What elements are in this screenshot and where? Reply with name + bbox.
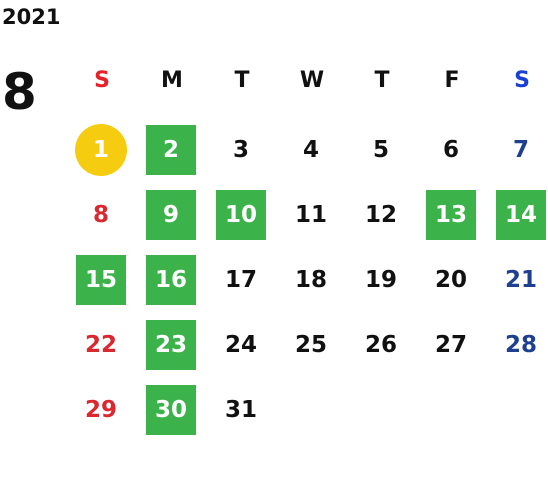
day-11[interactable]: 11 bbox=[294, 202, 327, 228]
day-4[interactable]: 4 bbox=[302, 137, 319, 163]
day-18[interactable]: 18 bbox=[294, 267, 327, 293]
day-13[interactable]: 13 bbox=[426, 190, 476, 240]
day-1[interactable]: 1 bbox=[75, 124, 127, 176]
day-27[interactable]: 27 bbox=[434, 332, 467, 358]
day-3[interactable]: 3 bbox=[232, 137, 249, 163]
weekday-tue: T bbox=[234, 68, 250, 93]
day-29[interactable]: 29 bbox=[84, 397, 117, 423]
day-14[interactable]: 14 bbox=[496, 190, 546, 240]
day-7[interactable]: 7 bbox=[512, 137, 529, 163]
day-2[interactable]: 2 bbox=[146, 125, 196, 175]
day-6[interactable]: 6 bbox=[442, 137, 459, 163]
day-17[interactable]: 17 bbox=[224, 267, 257, 293]
day-26[interactable]: 26 bbox=[364, 332, 397, 358]
month-label: 8 bbox=[2, 63, 37, 121]
day-31[interactable]: 31 bbox=[224, 397, 257, 423]
day-9[interactable]: 9 bbox=[146, 190, 196, 240]
day-16[interactable]: 16 bbox=[146, 255, 196, 305]
weekday-sun: S bbox=[94, 68, 110, 93]
day-10[interactable]: 10 bbox=[216, 190, 266, 240]
day-21[interactable]: 21 bbox=[504, 267, 537, 293]
day-24[interactable]: 24 bbox=[224, 332, 257, 358]
day-25[interactable]: 25 bbox=[294, 332, 327, 358]
weekday-thu: T bbox=[374, 68, 390, 93]
day-19[interactable]: 19 bbox=[364, 267, 397, 293]
day-15[interactable]: 15 bbox=[76, 255, 126, 305]
day-30[interactable]: 30 bbox=[146, 385, 196, 435]
day-12[interactable]: 12 bbox=[364, 202, 397, 228]
weekday-mon: M bbox=[161, 68, 183, 93]
weekday-wed: W bbox=[299, 68, 325, 93]
day-20[interactable]: 20 bbox=[434, 267, 467, 293]
year-label: 2021 bbox=[2, 5, 61, 29]
weekday-sat: S bbox=[514, 68, 530, 93]
day-8[interactable]: 8 bbox=[92, 202, 109, 228]
day-22[interactable]: 22 bbox=[84, 332, 117, 358]
day-23[interactable]: 23 bbox=[146, 320, 196, 370]
day-5[interactable]: 5 bbox=[372, 137, 389, 163]
weekday-fri: F bbox=[444, 68, 460, 93]
day-28[interactable]: 28 bbox=[504, 332, 537, 358]
